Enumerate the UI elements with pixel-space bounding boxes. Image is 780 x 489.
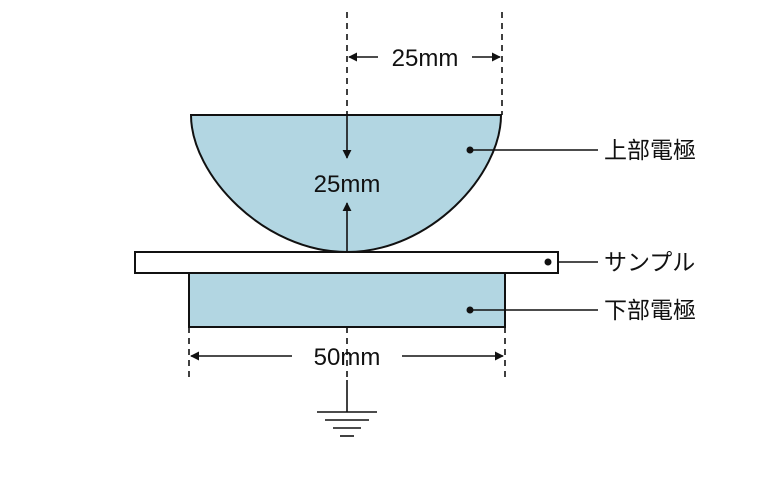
radius-dimension-label: 25mm [392, 45, 459, 72]
sample-label: サンプル [604, 250, 695, 276]
sample-callout-dot [544, 258, 552, 266]
height-dimension-label: 25mm [314, 171, 381, 198]
lower-electrode-label: 下部電極 [604, 298, 696, 324]
ground-icon [317, 380, 377, 437]
lower-electrode [188, 272, 506, 328]
sample-plate [134, 251, 559, 274]
upper-electrode-label: 上部電極 [604, 138, 696, 164]
width-dimension-label: 50mm [314, 344, 381, 371]
